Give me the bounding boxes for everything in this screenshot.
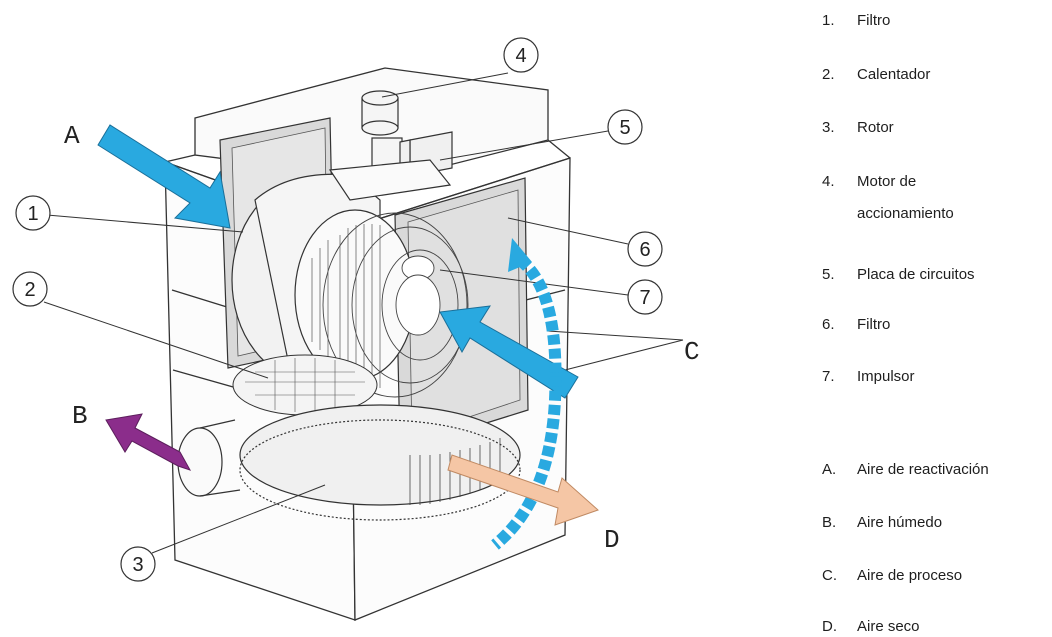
legend-key: D.	[822, 618, 837, 635]
legend-label: Aire húmedo	[857, 514, 943, 531]
circuit-board	[328, 131, 453, 201]
legend: 1. Filtro 2. Calentador 3. Rotor 4. Moto…	[822, 0, 1052, 636]
callout-5: 5	[607, 109, 643, 145]
arrow-humid-air	[105, 413, 192, 471]
legend-key: C.	[822, 567, 837, 584]
callout-6: 6	[627, 231, 663, 267]
arrow-reactivation-air	[97, 124, 231, 229]
rotor	[177, 404, 521, 521]
letter-D: D	[604, 525, 620, 555]
leader-lines	[43, 72, 684, 554]
arrow-dry-air	[447, 454, 599, 526]
letter-B: B	[72, 401, 88, 431]
callout-2: 2	[12, 271, 48, 307]
callout-7: 7	[627, 279, 663, 315]
svg-text:4: 4	[515, 45, 526, 67]
legend-key: 7.	[822, 368, 835, 385]
drive-motor	[361, 90, 403, 169]
arrow-process-air-loop	[491, 238, 562, 550]
legend-label: Calentador	[857, 66, 931, 83]
legend-key: B.	[822, 514, 837, 531]
svg-text:5: 5	[619, 117, 630, 139]
legend-key: A.	[822, 461, 837, 478]
legend-label: Impulsor	[857, 368, 915, 385]
arrow-process-air	[439, 305, 579, 399]
legend-label: Aire de reactivación	[857, 461, 989, 478]
svg-text:6: 6	[639, 239, 650, 261]
svg-text:7: 7	[639, 287, 650, 309]
callout-3: 3	[120, 546, 156, 582]
impeller	[322, 212, 469, 398]
legend-label: Motor de	[857, 173, 917, 190]
legend-key: 3.	[822, 119, 835, 136]
letter-A: A	[64, 121, 80, 151]
legend-key: 5.	[822, 266, 835, 283]
legend-key: 2.	[822, 66, 835, 83]
legend-label: Aire de proceso	[857, 567, 963, 584]
heater	[232, 354, 378, 416]
legend-label-line2: accionamiento	[857, 205, 954, 222]
legend-label: Aire seco	[857, 618, 920, 635]
impeller-housing	[231, 173, 469, 398]
svg-text:2: 2	[24, 279, 35, 301]
svg-text:3: 3	[132, 554, 143, 576]
legend-label: Placa de circuitos	[857, 266, 975, 283]
legend-key: 6.	[822, 316, 835, 333]
legend-label: Filtro	[857, 12, 891, 29]
legend-key: 1.	[822, 12, 835, 29]
svg-text:1: 1	[27, 203, 38, 225]
legend-key: 4.	[822, 173, 835, 190]
callout-1: 1	[15, 195, 51, 231]
legend-label: Rotor	[857, 119, 894, 136]
letter-C: C	[684, 337, 700, 367]
legend-label: Filtro	[857, 316, 891, 333]
callout-4: 4	[503, 37, 539, 73]
